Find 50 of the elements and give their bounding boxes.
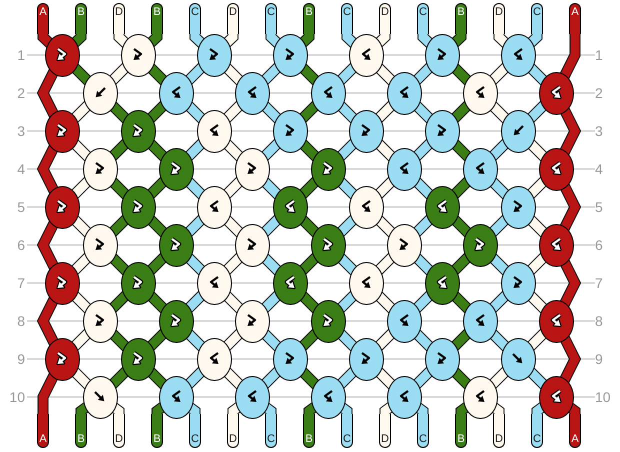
row-number: 2 [17, 85, 25, 101]
strand-end-tab: A [569, 3, 581, 34]
row-number: 3 [17, 123, 25, 139]
row-number: 1 [595, 47, 603, 63]
strand-end-tab: D [113, 414, 125, 448]
row-number: 9 [595, 351, 603, 367]
row-number: 6 [595, 237, 603, 253]
strand-end-tab: C [341, 3, 353, 34]
strand-end-tab: C [417, 3, 429, 34]
strand-end-tab: D [113, 3, 125, 34]
strand-end-tab: A [37, 414, 49, 448]
strand-end-tab: D [227, 414, 239, 448]
row-number: 7 [17, 275, 25, 291]
strand-end-tab: C [189, 414, 201, 448]
row-number: 6 [17, 237, 25, 253]
strand-end-tab: B [75, 3, 87, 34]
strand-end-tab: A [37, 3, 49, 34]
strand-end-tab: C [265, 414, 277, 448]
strand-end-tab: B [151, 414, 163, 448]
row-number: 5 [595, 199, 603, 215]
row-number: 4 [17, 161, 25, 177]
strand-end-tab: B [151, 3, 163, 34]
strand-end-tab: C [265, 3, 277, 34]
strand-end-tab: B [75, 414, 87, 448]
row-number: 1 [17, 47, 25, 63]
strand-end-tab: D [379, 414, 391, 448]
strand-end-tab: D [379, 3, 391, 34]
row-number: 10 [9, 389, 25, 405]
row-number: 2 [595, 85, 603, 101]
row-number: 5 [17, 199, 25, 215]
strand-end-tab: B [303, 414, 315, 448]
row-number: 4 [595, 161, 603, 177]
strand-end-tab: D [227, 3, 239, 34]
strand-end-tab: C [531, 3, 543, 34]
row-number: 8 [17, 313, 25, 329]
row-number: 10 [595, 389, 611, 405]
strand-end-tab: C [531, 414, 543, 448]
strand-end-tab: A [569, 414, 581, 448]
strand-end-tab: B [303, 3, 315, 34]
row-number: 7 [595, 275, 603, 291]
strand-end-tab: B [455, 3, 467, 34]
strand-end-tab: D [493, 414, 505, 448]
strand-end-tab: C [189, 3, 201, 34]
strand-end-tab: D [493, 3, 505, 34]
strand-end-tab: C [417, 414, 429, 448]
strand-end-tab: B [455, 414, 467, 448]
row-number: 8 [595, 313, 603, 329]
row-number: 3 [595, 123, 603, 139]
strand-end-tab: C [341, 414, 353, 448]
row-number: 9 [17, 351, 25, 367]
